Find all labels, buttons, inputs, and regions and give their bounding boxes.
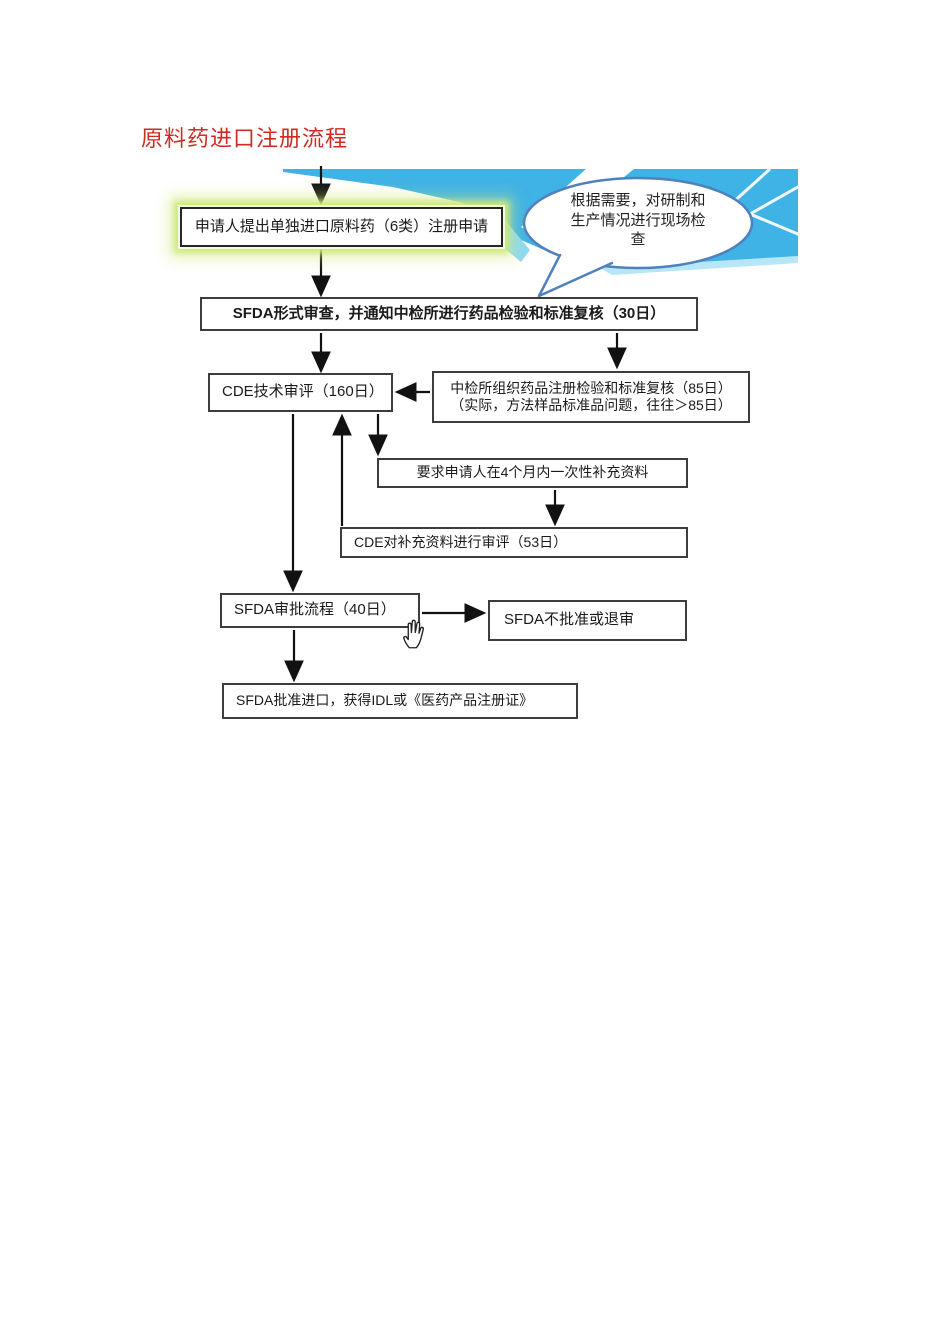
node-cde-technical-review: CDE技术审评（160日） <box>208 373 393 412</box>
node-sfda-approval-process[interactable]: SFDA审批流程（40日） <box>220 593 420 628</box>
callout-bubble-shape <box>522 176 754 298</box>
niccpbp-line2: （实际，方法样品标准品问题，往往＞85日） <box>450 397 732 413</box>
node-sfda-reject: SFDA不批准或退审 <box>488 600 687 641</box>
node-sfda-formal-review: SFDA形式审查，并通知中检所进行药品检验和标准复核（30日） <box>200 297 698 331</box>
hand-cursor-icon <box>403 619 424 649</box>
node-cde-supplement-review: CDE对补充资料进行审评（53日） <box>340 527 688 558</box>
node-supplement-request: 要求申请人在4个月内一次性补充资料 <box>377 458 688 488</box>
niccpbp-line1: 中检所组织药品注册检验和标准复核（85日） <box>450 379 732 396</box>
callout-bubble-text: 根据需要，对研制和 生产情况进行现场检 查 <box>548 192 728 251</box>
page-title: 原料药进口注册流程 <box>141 126 349 151</box>
node-sfda-approve-import: SFDA批准进口，获得IDL或《医药产品注册证》 <box>222 683 578 719</box>
node-niccpbp-inspection: 中检所组织药品注册检验和标准复核（85日） （实际，方法样品标准品问题，往往＞8… <box>432 371 750 423</box>
flow-arrows <box>283 166 627 683</box>
bubble-line2: 生产情况进行现场检 <box>570 212 706 229</box>
node-apply-highlighted: 申请人提出单独进口原料药（6类）注册申请 <box>180 207 503 247</box>
bubble-line3: 查 <box>630 232 646 248</box>
bubble-line1: 根据需要，对研制和 <box>570 193 706 209</box>
